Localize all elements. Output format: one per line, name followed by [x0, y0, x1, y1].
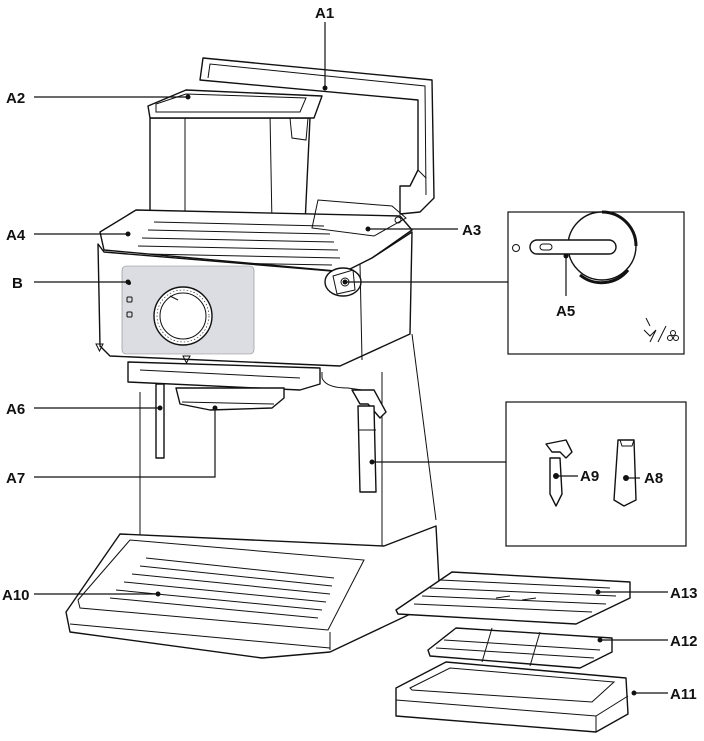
- label-a13: A13: [670, 585, 698, 602]
- water-tank: [148, 90, 322, 224]
- selector-knob[interactable]: [154, 287, 212, 345]
- drip-tray-base: [396, 662, 628, 732]
- machine-body: [66, 200, 440, 658]
- label-a6: A6: [6, 401, 25, 418]
- label-a1: A1: [315, 5, 334, 22]
- drip-tray-grid: [428, 628, 612, 668]
- label-a4: A4: [6, 227, 26, 244]
- label-a7: A7: [6, 470, 25, 487]
- label-a10: A10: [2, 587, 30, 604]
- label-a12: A12: [670, 633, 698, 650]
- label-a5: A5: [556, 303, 575, 320]
- label-a3: A3: [462, 222, 481, 239]
- label-a2: A2: [6, 90, 25, 107]
- label-b: B: [12, 275, 23, 292]
- knob-detail-box: [508, 212, 684, 354]
- label-a11: A11: [670, 686, 697, 703]
- label-a9: A9: [580, 468, 599, 485]
- label-a8: A8: [644, 470, 663, 487]
